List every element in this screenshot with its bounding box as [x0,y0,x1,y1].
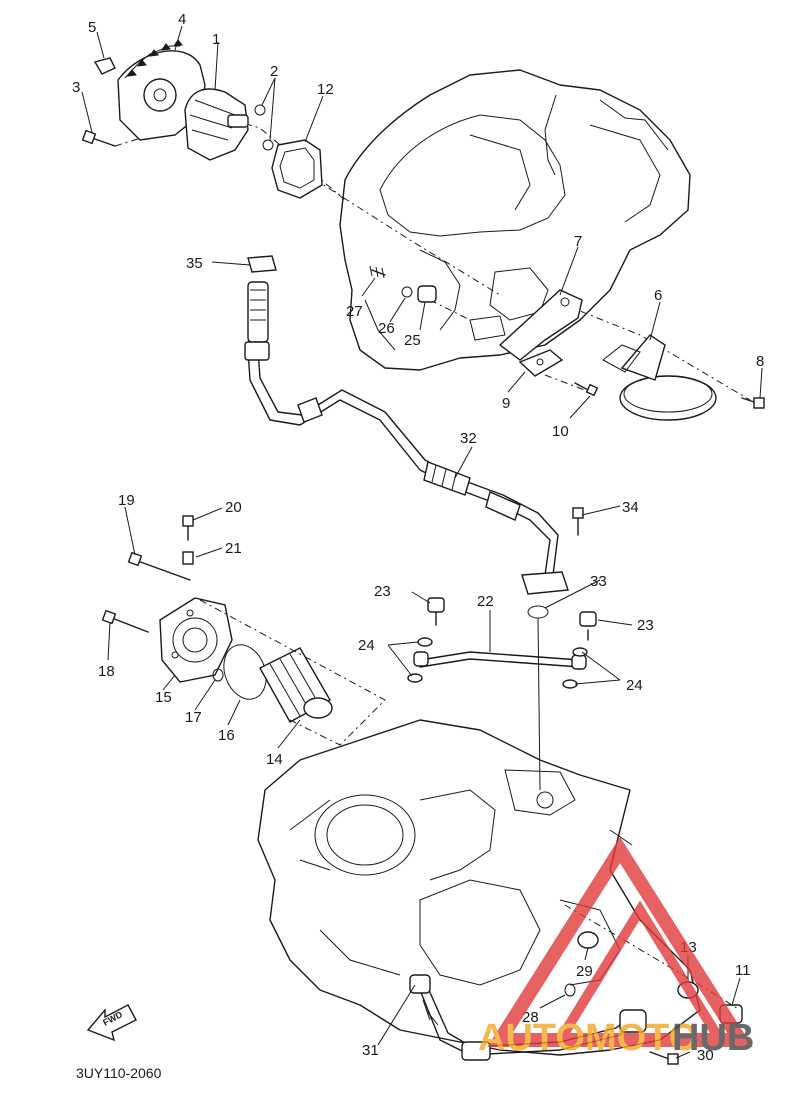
callout-28: 28 [522,1009,539,1026]
fwd-arrow-icon: FWD [86,1004,137,1042]
callout-1: 1 [212,31,220,48]
watermark-text-hub: HUB [672,1017,754,1059]
callout-22: 22 [477,593,494,610]
part-14-filter [259,647,333,723]
callout-35: 35 [186,255,203,272]
part-4-gear [117,39,206,141]
callout-23b: 23 [637,617,654,634]
leader-lines [81,25,763,1059]
lower-crankcase [257,719,701,1056]
callout-32: 32 [460,430,477,447]
callout-27: 27 [346,303,363,320]
part-17-oring [212,668,224,682]
callout-7: 7 [574,233,582,250]
callout-2: 2 [270,63,278,80]
callout-3: 3 [72,79,80,96]
callout-12: 12 [317,81,334,98]
callout-5: 5 [88,19,96,36]
part-34-bolt [572,507,584,536]
part-30-bolt [649,1051,679,1065]
callout-26: 26 [378,320,395,337]
part-35-clamp [247,255,277,273]
diagram-code: 3UY110-2060 [76,1065,162,1081]
callout-33: 33 [590,573,607,590]
callout-20: 20 [225,499,242,516]
callout-8: 8 [756,353,764,370]
callout-31: 31 [362,1042,379,1059]
part-1-pump [184,88,249,161]
part-28-pipe [409,974,647,1061]
part-22-delivery-pipe [413,651,587,670]
part-20-bolt [182,515,194,541]
callout-16: 16 [218,727,235,744]
callout-29: 29 [576,963,593,980]
callout-34: 34 [622,499,639,516]
callout-30: 30 [697,1047,714,1064]
part-8-bolt [741,397,765,409]
part-9-plate [518,349,564,377]
callout-24b: 24 [626,677,643,694]
part-3-bolt [81,129,116,147]
part-6-strainer [602,334,717,421]
callout-17: 17 [185,709,202,726]
part-12-gasket [271,139,323,199]
callout-9: 9 [502,395,510,412]
callout-labels: 1 2 3 4 5 6 7 8 9 10 11 12 13 14 15 16 1… [72,11,764,1064]
callout-10: 10 [552,423,569,440]
callout-25: 25 [404,332,421,349]
part-23-bolts [427,597,597,641]
callout-15: 15 [155,689,172,706]
callout-21: 21 [225,540,242,557]
callout-4: 4 [178,11,186,28]
part-18-bolt [101,609,149,633]
part-10-bolt [574,382,599,397]
watermark-triangle-inner [551,900,729,1045]
callout-14: 14 [266,751,283,768]
callout-23a: 23 [374,583,391,600]
part-16-oring [223,644,267,700]
part-2-orings [254,104,274,151]
part-24-washers [407,637,588,689]
callout-6: 6 [654,287,662,304]
part-7-bracket [498,289,583,361]
part-5-clip [93,57,116,75]
callout-19: 19 [118,492,135,509]
callout-11: 11 [735,962,751,979]
part-21-nut [182,551,194,565]
watermark-logo: AUTOMOTO HUB [478,836,754,1059]
part-32-oil-pipe [244,281,569,595]
watermark-text-automoto: AUTOMOTO [478,1017,698,1059]
part-15-cover [159,597,233,683]
part-25-26-27 [369,265,437,303]
part-19-bolt [127,551,191,581]
callout-24a: 24 [358,637,375,654]
callout-18: 18 [98,663,115,680]
